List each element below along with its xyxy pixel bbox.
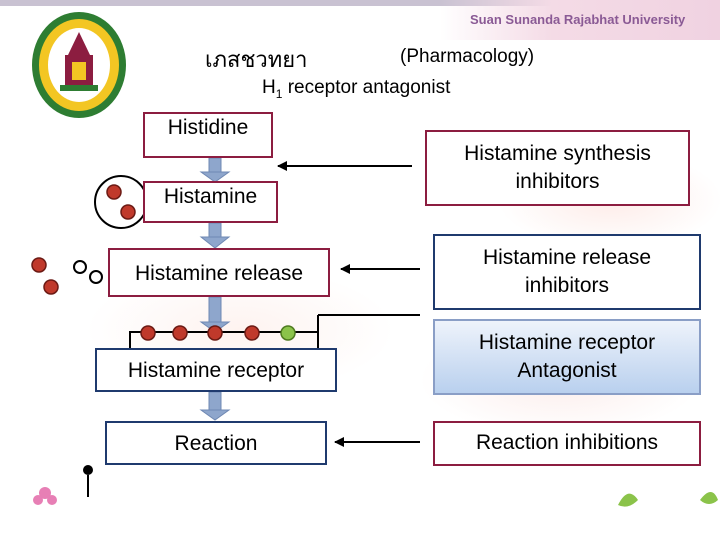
release-inhibitors-label: Histamine release inhibitors	[482, 245, 652, 297]
university-seal-logo	[32, 12, 126, 118]
receptor-antagonist-box: Histamine receptor Antagonist	[433, 319, 701, 395]
histamine-release-label: Histamine release	[134, 262, 304, 285]
histamine-release-box: Histamine release	[108, 248, 330, 297]
release-inhibitors-box: Histamine release inhibitors	[433, 234, 701, 310]
histidine-box: Histidine	[143, 112, 273, 158]
receptor-antagonist-label: Histamine receptor Antagonist	[478, 330, 656, 382]
top-border	[0, 0, 720, 6]
reaction-box: Reaction	[105, 421, 327, 465]
histamine-receptor-label: Histamine receptor	[127, 359, 305, 382]
reaction-label: Reaction	[174, 432, 258, 455]
histidine-label: Histidine	[167, 116, 249, 139]
synthesis-inhibitors-label: Histamine synthesis inhibitors	[464, 141, 651, 193]
reaction-inhibitions-label: Reaction inhibitions	[475, 431, 659, 455]
subtitle: H1 receptor antagonist	[262, 77, 451, 101]
histamine-receptor-box: Histamine receptor	[95, 348, 337, 392]
synthesis-inhibitors-box: Histamine synthesis inhibitors	[425, 130, 690, 206]
title: เภสชวทยา (Pharmacology)	[205, 42, 585, 72]
title-thai: เภสชวทยา	[205, 47, 308, 72]
university-name: Suan Sunanda Rajabhat University	[470, 12, 686, 27]
histamine-label: Histamine	[163, 185, 258, 208]
histamine-box: Histamine	[143, 181, 278, 223]
reaction-inhibitions-box: Reaction inhibitions	[433, 421, 701, 466]
title-english: (Pharmacology)	[400, 46, 535, 67]
header-banner	[440, 0, 720, 40]
